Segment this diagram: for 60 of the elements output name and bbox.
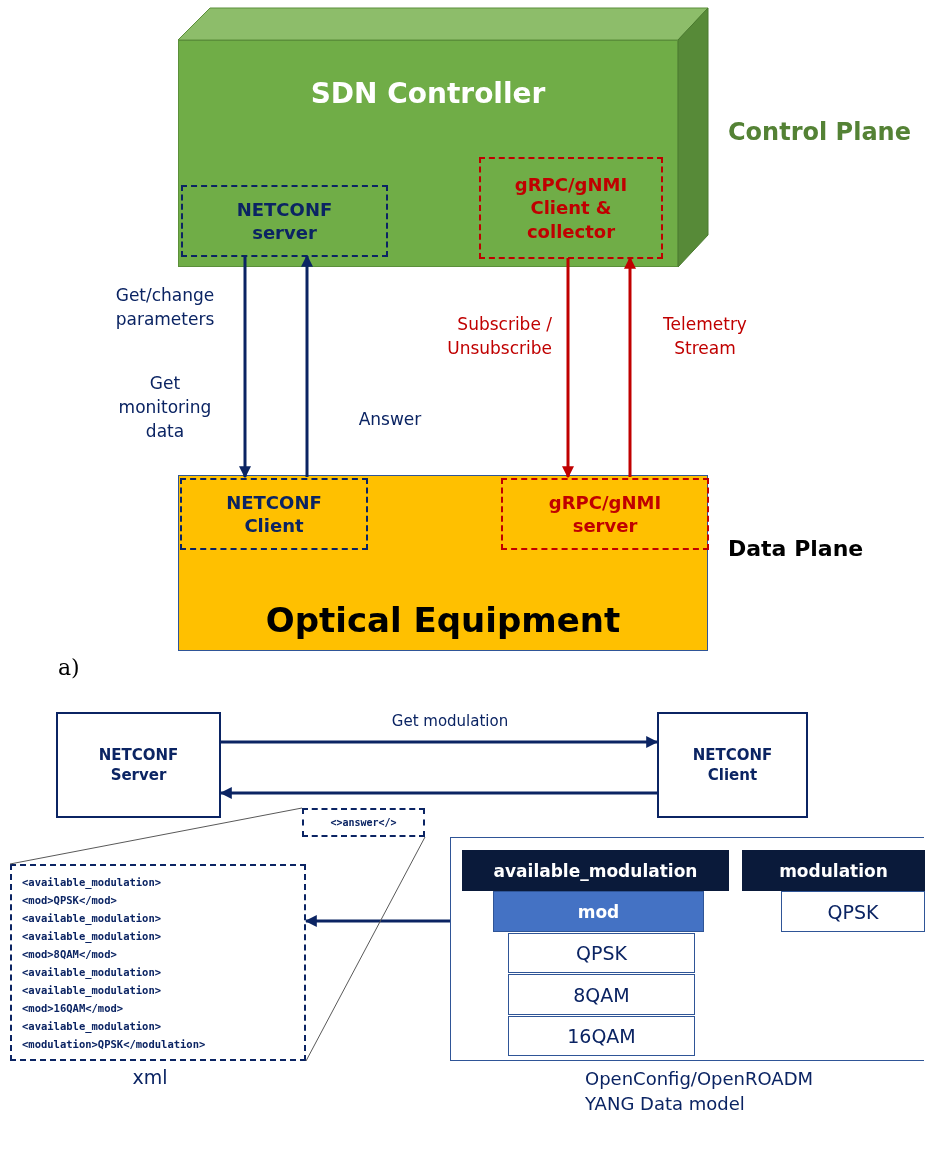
- node-text: NETCONF server: [235, 197, 334, 245]
- table-cell: [781, 891, 925, 932]
- answer-tag: [302, 808, 425, 837]
- node-text: QPSK: [576, 942, 627, 964]
- table-cell: [508, 1016, 695, 1056]
- table-cell: [508, 974, 695, 1015]
- panel-label: a): [58, 655, 81, 680]
- code-line: <mod>16QAM</mod>: [22, 1000, 124, 1016]
- arrow: [562, 258, 574, 479]
- code-line: <available_modulation>: [22, 910, 162, 927]
- arrow-label: Get/change parameters: [114, 284, 216, 331]
- code-line: <available_modulation>: [22, 1018, 162, 1035]
- module-box: [479, 157, 663, 259]
- node-text: gRPC/gNMI server: [547, 490, 663, 538]
- node-text: 16QAM: [567, 1025, 636, 1047]
- data-model-panel: [450, 837, 924, 1061]
- code-line: <mod>QPSK</mod>: [22, 892, 117, 908]
- xml-code-box: [10, 864, 306, 1061]
- table-cell: [508, 933, 695, 973]
- equipment-box: [178, 475, 708, 651]
- node-text: NETCONF Client: [691, 744, 774, 786]
- node-text: NETCONF Client: [225, 490, 323, 538]
- arrow: [221, 736, 659, 748]
- arrow: [624, 256, 636, 477]
- node-text: NETCONF Server: [97, 744, 180, 786]
- node-text: available_modulation: [493, 860, 698, 881]
- arrow: [239, 256, 251, 479]
- node-text: 8QAM: [573, 983, 630, 1006]
- code-line: <mod>8QAM</mod>: [22, 946, 117, 962]
- code-line: <available_modulation>: [22, 964, 162, 981]
- arrow: [301, 254, 313, 477]
- node-text: Optical Equipment: [265, 600, 621, 640]
- node-text: gRPC/gNMI Client & collector: [513, 172, 629, 244]
- code-line: <modulation>QPSK</modulation>: [22, 1036, 206, 1052]
- plane-label: Data Plane: [728, 536, 865, 561]
- code-line: <available_modulation>: [22, 874, 162, 891]
- table-subheader: [493, 891, 704, 932]
- arrow: [219, 787, 657, 799]
- leader-line: [9, 807, 303, 865]
- client-box: [657, 712, 808, 818]
- controller-box: [178, 40, 678, 267]
- code-line: <available_modulation>: [22, 982, 162, 999]
- arrow: [304, 915, 450, 927]
- plane-label: Control Plane: [728, 118, 912, 146]
- table-header: [462, 850, 729, 891]
- node-label: xml: [131, 1066, 169, 1088]
- module-box: [180, 478, 368, 550]
- node-text: modulation: [779, 860, 888, 881]
- code-line: <available_modulation>: [22, 928, 162, 945]
- node-text: QPSK: [827, 900, 879, 923]
- module-box: [181, 185, 388, 257]
- arrow-label: Get monitoring data: [117, 372, 213, 443]
- node-text: mod: [577, 901, 620, 922]
- node-label: OpenConfig/OpenROADM YANG Data model: [585, 1067, 815, 1117]
- leader-line: [305, 836, 426, 1062]
- server-box: [56, 712, 221, 818]
- module-box: [501, 478, 709, 550]
- node-text: <>answer</>: [330, 817, 397, 828]
- table-header: [742, 850, 925, 891]
- node-text: SDN Controller: [310, 77, 546, 110]
